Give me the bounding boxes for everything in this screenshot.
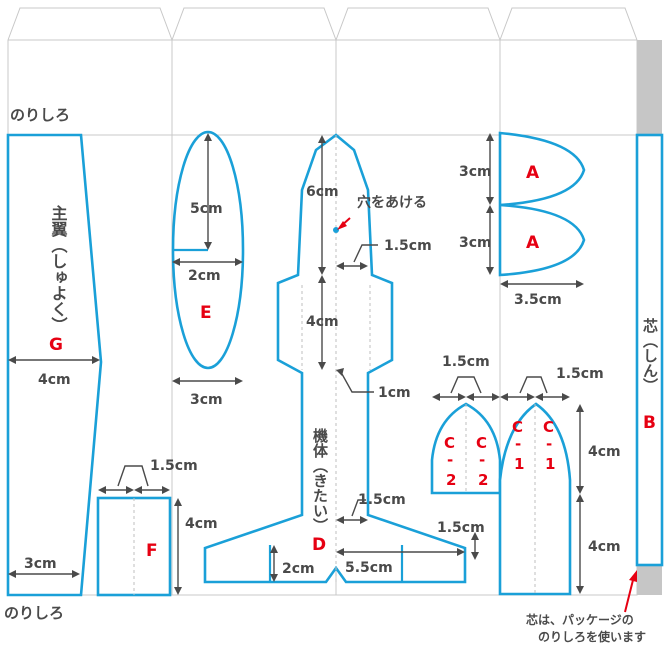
glue-tab-label-top: のりしろ [10, 106, 70, 124]
part-E-height: 5cm [190, 201, 223, 217]
fuselage-nose-length: 6cm [306, 184, 339, 200]
part-A: 3cm 3cm A A 3.5cm [459, 131, 586, 308]
part-C2-id-left-dash: - [447, 451, 453, 469]
fuselage-middle-length: 4cm [306, 314, 339, 330]
main-wing-G: 主翼（しゅよく） G 4cm 3cm [6, 133, 103, 597]
part-C1-upper-height: 4cm [588, 444, 621, 460]
core-B: 芯（しん） B [635, 133, 664, 567]
part-C2-width: 1.5cm [442, 354, 490, 370]
hole-label: 穴をあける [357, 194, 427, 211]
core-id: B [643, 413, 656, 433]
core-note-line-2: のりしろを使います [538, 629, 646, 644]
part-F: 1.5cm 4cm F [96, 458, 218, 597]
main-wing-name: 主翼（しゅよく） [49, 204, 68, 333]
part-E: 5cm 2cm E 3cm [171, 130, 245, 408]
part-E-inner-width: 2cm [188, 268, 221, 284]
part-F-width: 1.5cm [150, 458, 198, 474]
fuselage-name: 機体（きたい） [311, 427, 329, 533]
part-A-lower-id: A [526, 233, 540, 253]
fuselage-id: D [312, 535, 326, 555]
part-E-outer-width: 3cm [190, 392, 223, 408]
main-wing-id: G [49, 335, 63, 355]
part-A-lower-height: 3cm [459, 235, 492, 251]
part-C1-id-left-num: 1 [514, 455, 524, 473]
part-C1-width: 1.5cm [556, 366, 604, 382]
part-A-upper-height: 3cm [459, 164, 492, 180]
fuselage-tail-fin: 1.5cm [437, 520, 485, 536]
part-C2-id-right-num: 2 [478, 471, 488, 489]
part-C2-id-left-num: 2 [446, 471, 456, 489]
fuselage-middle-width: 1cm [378, 385, 411, 401]
part-C2-id-left: C [444, 434, 455, 452]
glue-tab-label-bottom: のりしろ [4, 604, 64, 622]
main-wing-width: 4cm [38, 372, 71, 388]
fuselage-tail-height: 2cm [282, 561, 315, 577]
part-C1: 1.5cm C - 1 C - 1 4cm 4cm [498, 366, 621, 596]
core-name: 芯（しん） [641, 317, 659, 393]
fuselage-nose-width: 1.5cm [384, 238, 432, 254]
part-C2-id-right: C [476, 434, 487, 452]
part-C1-id-left: C [512, 418, 523, 436]
part-F-height: 4cm [185, 516, 218, 532]
part-C1-id-left-dash: - [515, 435, 521, 453]
core-note: 芯は、パッケージの のりしろを使います [526, 570, 646, 644]
part-A-upper-id: A [526, 163, 540, 183]
part-C2: 1.5cm C - 2 C - 2 [430, 354, 502, 495]
part-C2-id-right-dash: - [479, 451, 485, 469]
part-C1-id-right: C [543, 418, 554, 436]
hole-mark [333, 227, 339, 233]
part-C1-id-right-dash: - [546, 435, 552, 453]
part-C1-lower-height: 4cm [588, 539, 621, 555]
fuselage-tail-width: 1.5cm [358, 492, 406, 508]
part-C1-id-right-num: 1 [545, 455, 555, 473]
fuselage-tail-span: 5.5cm [345, 560, 393, 576]
core-note-line-1: 芯は、パッケージの [526, 612, 634, 627]
part-F-id: F [146, 541, 158, 561]
part-E-id: E [200, 303, 212, 323]
main-wing-end-width: 3cm [24, 556, 57, 572]
part-A-width: 3.5cm [514, 292, 562, 308]
fuselage-D: 穴をあける 6cm 4cm 1.5cm 1cm 機体（きたい） D 1.5cm … [203, 133, 485, 584]
